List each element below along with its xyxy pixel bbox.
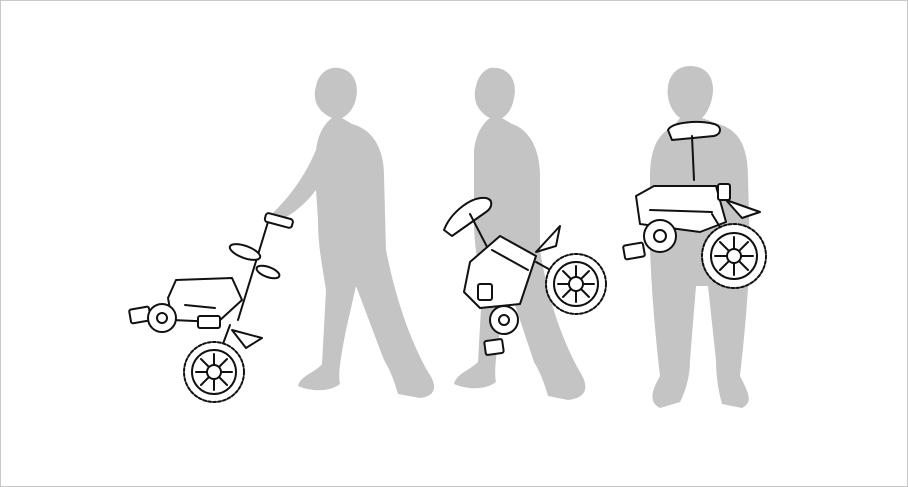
- panel-carrying-front: [623, 66, 766, 408]
- person-carrying-silhouette-icon: [454, 68, 585, 400]
- person-pushing-silhouette-icon: [272, 68, 434, 398]
- panel-pushing: [129, 68, 434, 402]
- panel-carrying-side: [444, 68, 606, 400]
- folded-bike-pushed-icon: [129, 213, 294, 402]
